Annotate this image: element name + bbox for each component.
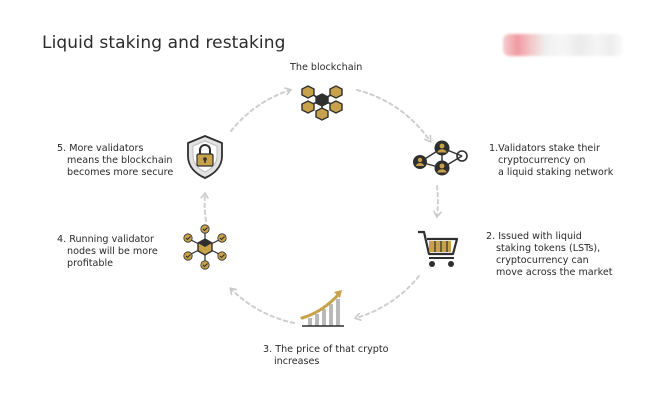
- label-line: staking tokens (LSTs),: [496, 243, 601, 254]
- arrow-step2-to-step3: [356, 275, 420, 318]
- label-line: becomes more secure: [67, 167, 174, 178]
- label-line: 3. The price of that crypto: [263, 344, 389, 355]
- label-line: a liquid staking network: [498, 167, 614, 178]
- validator-network-icon: [413, 140, 468, 176]
- arrow-top-to-step1: [356, 89, 430, 141]
- arrow-step4-to-step5: [205, 194, 206, 222]
- label-line: means the blockchain: [67, 155, 173, 166]
- arrow-step5-to-top: [230, 90, 290, 132]
- label-step5: 5. More validators means the blockchain …: [57, 143, 173, 179]
- cycle-arrows: [205, 89, 438, 324]
- arrow-step3-to-step4: [231, 289, 295, 324]
- arrow-step1-to-step2: [437, 185, 438, 216]
- label-line: move across the market: [496, 267, 613, 278]
- label-line: The blockchain: [290, 62, 363, 73]
- label-line: 5. More validators: [57, 143, 144, 154]
- validator-nodes-icon: [183, 224, 227, 270]
- label-step1: 1.Validators stake their cryptocurrency …: [489, 143, 613, 179]
- label-line: 4. Running validator: [57, 234, 154, 245]
- label-step3: 3. The price of that crypto increases: [263, 344, 388, 368]
- blockchain-cubes-icon: [301, 85, 343, 121]
- page-title: Liquid staking and restaking: [42, 33, 286, 53]
- label-step2: 2. Issued with liquid staking tokens (LS…: [486, 231, 613, 279]
- shield-lock-icon: [187, 135, 223, 179]
- label-line: cryptocurrency on: [498, 155, 586, 166]
- label-blockchain: The blockchain: [290, 62, 362, 74]
- label-step4: 4. Running validator nodes will be more …: [57, 234, 158, 270]
- label-line: increases: [274, 356, 320, 367]
- rising-chart-icon: [300, 290, 344, 327]
- brand-logo: [503, 34, 623, 56]
- label-line: cryptocurrency can: [496, 255, 589, 266]
- shopping-cart-icon: [418, 230, 459, 267]
- label-line: nodes will be more: [67, 246, 158, 257]
- label-line: 2. Issued with liquid: [486, 231, 582, 242]
- label-line: 1.Validators stake their: [489, 143, 600, 154]
- label-line: profitable: [67, 258, 114, 269]
